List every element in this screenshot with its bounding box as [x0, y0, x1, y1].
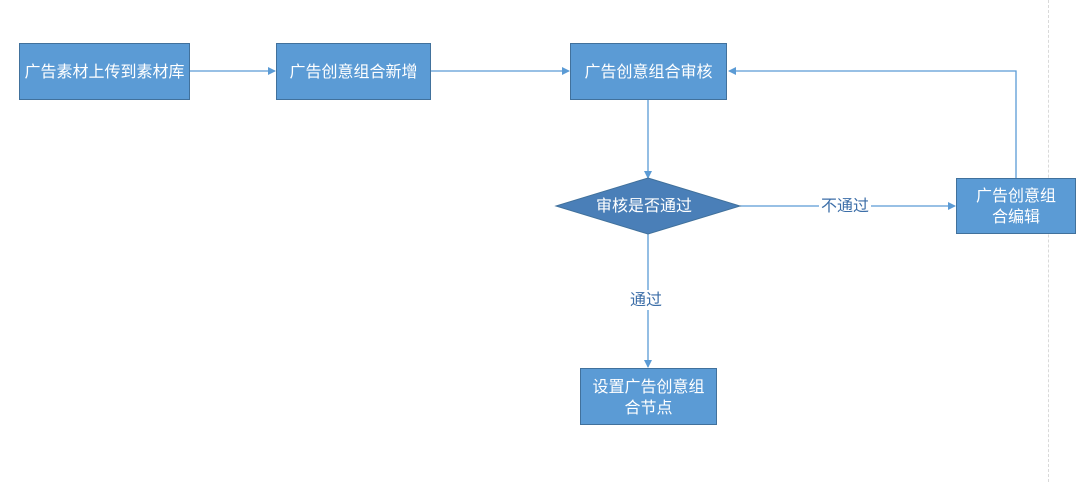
node-edit-combination-label: 广告创意组合编辑 [975, 186, 1056, 226]
node-set-combination-node: 设置广告创意组合节点 [580, 368, 717, 425]
edge-label-pass: 通过 [628, 290, 665, 310]
node-add-combination-label: 广告创意组合新增 [289, 62, 418, 81]
node-review-combination-label: 广告创意组合审核 [584, 62, 713, 81]
node-edit-combination: 广告创意组合编辑 [956, 178, 1076, 234]
node-upload-material: 广告素材上传到素材库 [19, 43, 190, 100]
decision-diamond [554, 177, 742, 235]
edge-edit-to-review [728, 67, 1017, 178]
node-review-combination: 广告创意组合审核 [570, 43, 727, 100]
edge-label-fail: 不通过 [819, 196, 872, 216]
node-set-combination-node-label: 设置广告创意组合节点 [592, 376, 705, 417]
page-guide-line [1048, 0, 1049, 482]
node-add-combination: 广告创意组合新增 [276, 43, 431, 100]
decision-label: 审核是否通过 [596, 196, 693, 215]
node-upload-material-label: 广告素材上传到素材库 [24, 62, 185, 81]
